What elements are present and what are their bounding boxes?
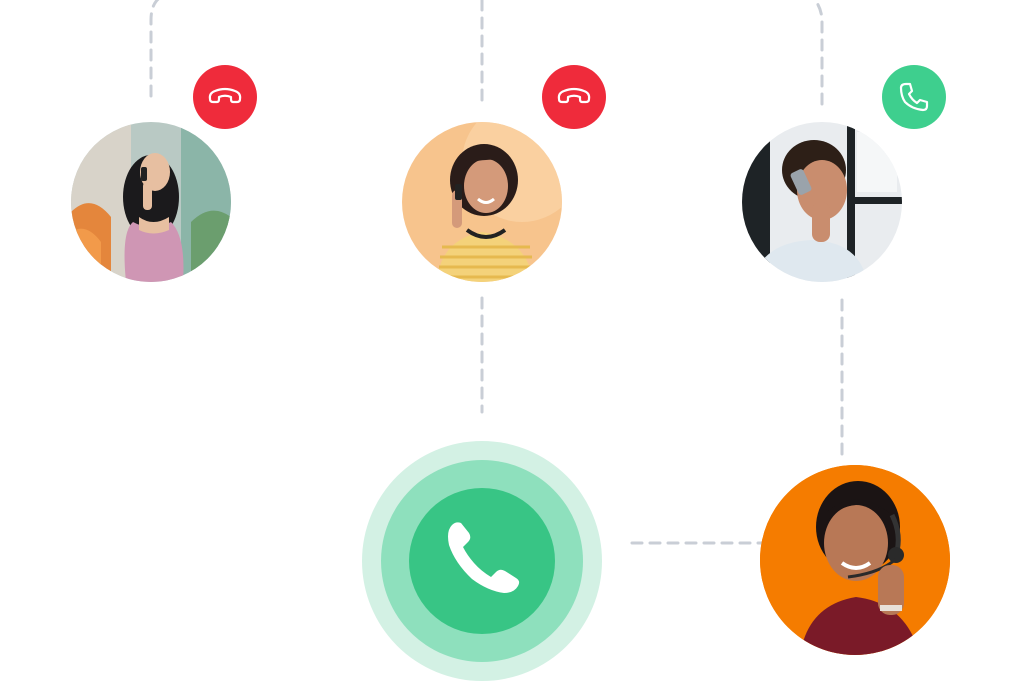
caller-avatar-3 (742, 122, 902, 282)
hang-up-icon (557, 87, 591, 104)
call-hub[interactable] (362, 441, 602, 681)
hang-up-icon (208, 87, 242, 104)
headset-agent (760, 465, 950, 655)
caller-avatar-2 (402, 122, 562, 282)
caller-avatar-1 (71, 122, 231, 282)
agent-avatar (760, 465, 950, 655)
accept-badge-3[interactable] (882, 65, 946, 129)
connector-caller-1 (149, 0, 160, 98)
connector-caller-3-top (812, 0, 824, 106)
phone-icon (448, 522, 520, 593)
decline-badge-1[interactable] (193, 65, 257, 129)
phone-icon (899, 82, 929, 112)
decline-badge-2[interactable] (542, 65, 606, 129)
